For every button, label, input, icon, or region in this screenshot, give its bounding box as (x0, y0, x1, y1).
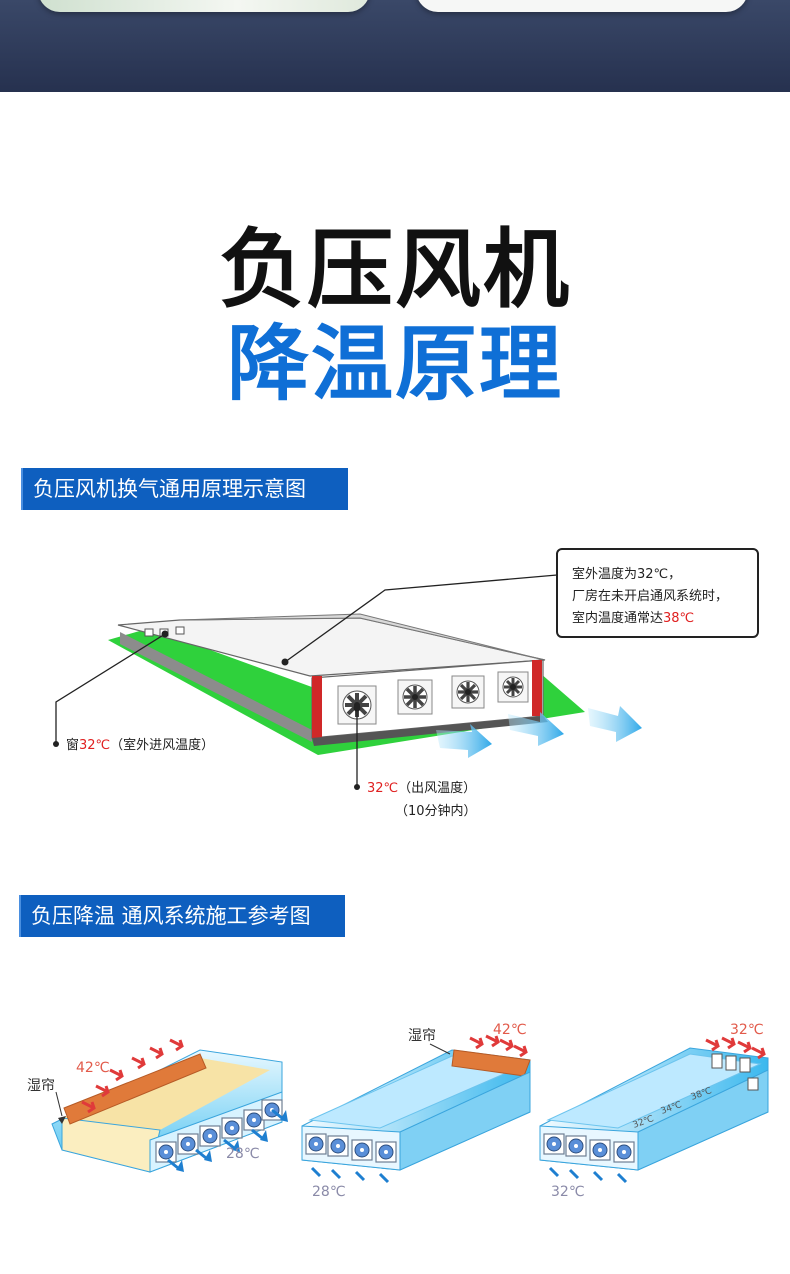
airflow-arrow (436, 724, 492, 758)
barn-side-wall (120, 632, 312, 742)
barn-base (312, 716, 548, 746)
curtain-label: 湿帘 (408, 1028, 436, 1044)
window-temp: 32℃ (79, 738, 110, 753)
barn-roof-front (117, 617, 546, 677)
fan-icon (397, 679, 433, 715)
top-banner (0, 0, 790, 92)
svg-text:室内温度通常达38℃: 室内温度通常达38℃ (572, 610, 694, 626)
temp-gradient-3: 38℃ (690, 1086, 714, 1103)
curtain-label: 湿帘 (27, 1078, 55, 1094)
barn-roof-back (179, 613, 546, 661)
barn-end-wall (311, 659, 544, 739)
top-left-pill (38, 0, 370, 12)
ground-area (108, 628, 585, 755)
wet-curtain (451, 1049, 531, 1077)
leader-line (55, 633, 166, 744)
wet-curtain (63, 1053, 207, 1125)
outlet-temp: 28℃ (312, 1184, 346, 1200)
callout-line3-prefix: 室内温度通常达 (572, 610, 663, 626)
window-label: 窗 (66, 737, 79, 753)
callout-box (556, 548, 759, 638)
window-desc: （室外进风温度） (110, 737, 214, 753)
top-right-pill (416, 0, 748, 12)
temp-gradient-1: 32℃ (632, 1114, 656, 1131)
roof-window (159, 628, 169, 637)
fan-icon (451, 675, 485, 709)
red-pillar-right (532, 660, 542, 716)
fan-icon (337, 685, 377, 725)
outlet-temp: 28℃ (226, 1146, 260, 1162)
svg-text:窗32℃（室外进风温度）: 窗32℃（室外进风温度） (66, 737, 214, 753)
leader-line (284, 574, 558, 663)
callout-line3-value: 38℃ (663, 611, 694, 626)
outlet-temp: 32℃ (367, 781, 398, 796)
inlet-temp: 32℃ (730, 1022, 764, 1038)
roof-window (144, 628, 154, 637)
cooling-panel-2 (301, 1034, 531, 1184)
roof-window (175, 626, 185, 635)
airflow-arrow (508, 712, 564, 746)
callout-line2: 厂房在未开启通风系统时， (572, 588, 728, 604)
inlet-temp: 42℃ (493, 1022, 527, 1038)
outlet-time: （10分钟内） (395, 803, 477, 819)
outlet-temp: 32℃ (551, 1184, 585, 1200)
outlet-desc: （出风温度） (398, 780, 476, 796)
temp-gradient-2: 34℃ (660, 1100, 684, 1117)
fan-icon (497, 671, 529, 703)
cooling-panel-1 (51, 1038, 288, 1173)
cooling-panel-3 (539, 1036, 769, 1184)
red-pillar-left (312, 676, 322, 738)
section-tag-construction-reference: 负压降温 通风系统施工参考图 (19, 895, 345, 937)
airflow-arrow (588, 706, 642, 742)
section-tag-ventilation-principle: 负压风机换气通用原理示意图 (21, 468, 348, 510)
inlet-temp: 42℃ (76, 1060, 110, 1076)
main-title-line1: 负压风机 (219, 220, 571, 320)
main-title-line2: 降温原理 (226, 317, 563, 412)
callout-line1: 室外温度为32℃， (572, 566, 681, 582)
svg-text:32℃（出风温度）: 32℃（出风温度） (367, 780, 476, 796)
